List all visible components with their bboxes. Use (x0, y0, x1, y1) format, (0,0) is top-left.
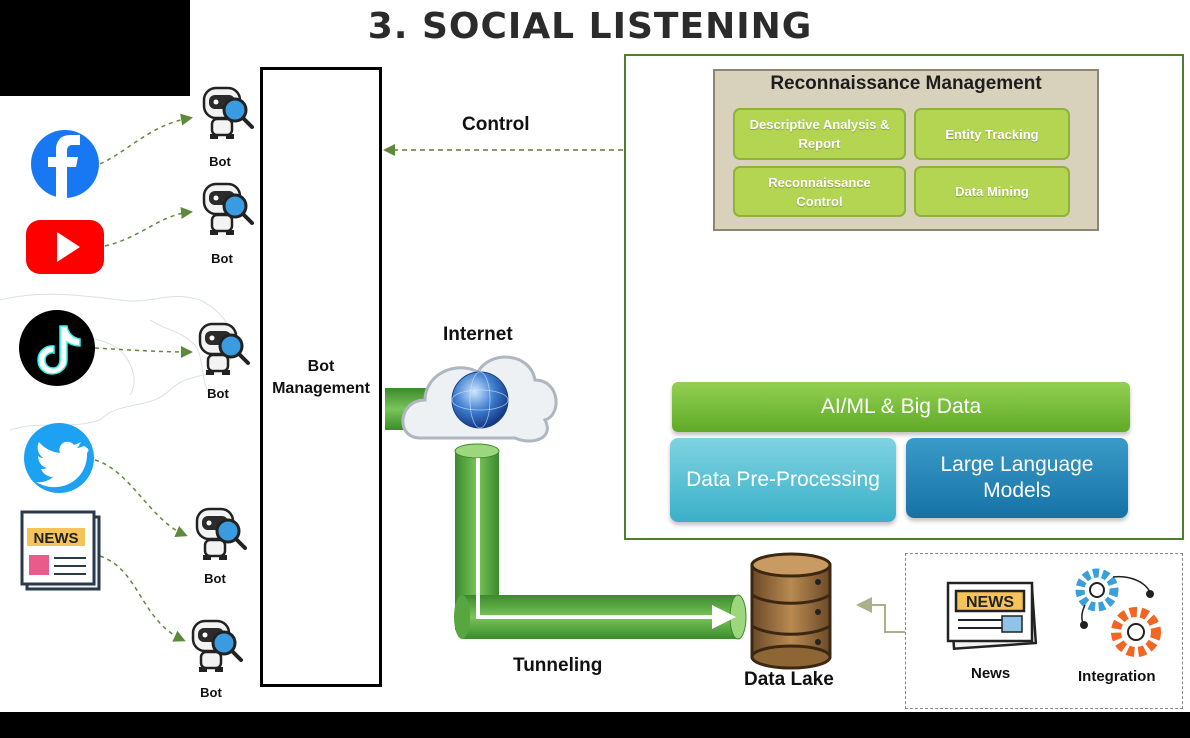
page-title: 3. SOCIAL LISTENING (367, 6, 813, 47)
corner-block (0, 0, 190, 96)
globe-icon (451, 371, 509, 429)
recon-item-descriptive-analysis: Descriptive Analysis & Report (733, 108, 906, 160)
bot-management-line1: Bot (307, 358, 335, 375)
robot-icon (191, 619, 243, 672)
bot-label-1: Bot (209, 154, 231, 169)
bot-label-2: Bot (211, 251, 233, 266)
inputs-box (905, 553, 1183, 709)
robot-icon (202, 86, 254, 139)
svg-text:NEWS: NEWS (34, 530, 79, 547)
recon-item-3-line1: Data Mining (955, 184, 1029, 199)
source-bot-arrows (94, 113, 193, 642)
llm-line2: Models (983, 479, 1051, 502)
robot-icon (198, 322, 250, 375)
bot-label-5: Bot (200, 685, 222, 700)
recon-item-2-line2: Control (796, 193, 843, 209)
aiml-bigdata-bar: AI/ML & Big Data (672, 382, 1130, 432)
recon-title: Reconnaissance Management (770, 73, 1042, 94)
tiktok-icon (19, 310, 95, 386)
control-label: Control (462, 114, 530, 135)
bot-management-line2: Management (272, 380, 370, 397)
bottom-bar (0, 712, 1190, 738)
bot-label-4: Bot (204, 571, 226, 586)
svg-text:NEWS: NEWS (966, 594, 1014, 611)
bot-label-3: Bot (207, 386, 229, 401)
database-icon (750, 552, 832, 670)
recon-item-data-mining: Data Mining (914, 166, 1070, 217)
bot-management-label: Bot Management (262, 356, 380, 400)
gear-icon (1075, 568, 1161, 657)
recon-item-1-line1: Entity Tracking (945, 126, 1039, 142)
robot-icon (202, 182, 254, 235)
data-preprocessing-box: Data Pre-Processing (670, 438, 896, 522)
recon-item-2-line1: Reconnaissance (768, 174, 871, 190)
data-lake-label: Data Lake (744, 669, 834, 690)
facebook-icon (31, 130, 99, 198)
newspaper-icon-right: NEWS (946, 581, 1038, 651)
newspaper-icon: NEWS (20, 510, 101, 591)
sources-layer: NEWS (19, 130, 104, 591)
recon-item-0-line2: Report (798, 136, 841, 151)
news-label: News (971, 665, 1011, 682)
youtube-icon (26, 220, 104, 274)
tunneling-label: Tunneling (513, 655, 603, 676)
inputs-arrow (856, 597, 905, 633)
llm-line1: Large Language (940, 453, 1094, 476)
tunnel-pipe (385, 388, 747, 640)
bots-layer (191, 86, 254, 672)
integration-label: Integration (1078, 668, 1156, 685)
twitter-icon (24, 423, 94, 493)
recon-item-entity-tracking: Entity Tracking (914, 108, 1070, 160)
internet-label: Internet (443, 324, 513, 345)
bot-management-box (260, 67, 382, 687)
recon-item-0-line1: Descriptive Analysis & (749, 117, 890, 132)
robot-icon (195, 507, 247, 560)
